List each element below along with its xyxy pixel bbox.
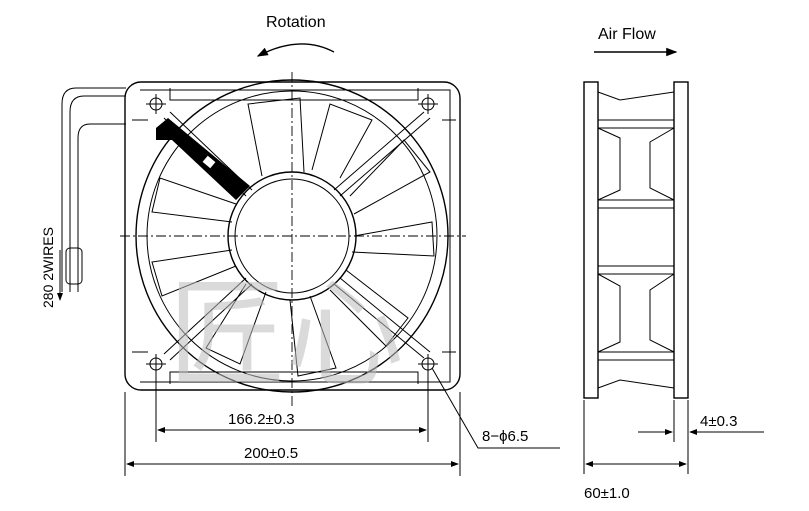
strut-top-right (333, 111, 431, 197)
lead-wires (57, 87, 126, 301)
watermark: 匠心 (168, 266, 404, 404)
dimension-flange: 4±0.3 (638, 400, 764, 442)
airflow-indicator: Air Flow (594, 26, 678, 57)
dimension-holes: 8−ϕ6.5 (431, 367, 560, 449)
rotation-arrow (256, 43, 335, 57)
rotation-label: Rotation (266, 14, 326, 31)
dimension-frame-width: 200±0.5 (124, 392, 461, 476)
side-plate-back (673, 81, 689, 399)
rotation-indicator: Rotation (256, 14, 335, 57)
wires-label: 280 2WIRES (40, 227, 56, 308)
side-plate-front (583, 81, 599, 399)
flange-label: 4±0.3 (700, 413, 737, 430)
wire-guide (156, 118, 250, 200)
depth-label: 60±1.0 (584, 485, 630, 502)
fan-blades (151, 97, 435, 377)
frame-width-label: 200±0.5 (244, 445, 298, 462)
side-view (583, 81, 689, 399)
strut-bottom-right (333, 277, 431, 359)
dimension-depth: 60±1.0 (583, 400, 689, 502)
dimension-hole-spacing: 166.2±0.3 (155, 370, 429, 442)
airflow-label: Air Flow (598, 26, 656, 43)
hole-spacing-label: 166.2±0.3 (228, 411, 295, 428)
holes-label: 8−ϕ6.5 (482, 428, 528, 445)
wire-sleeve (65, 247, 83, 285)
front-view (120, 72, 466, 408)
